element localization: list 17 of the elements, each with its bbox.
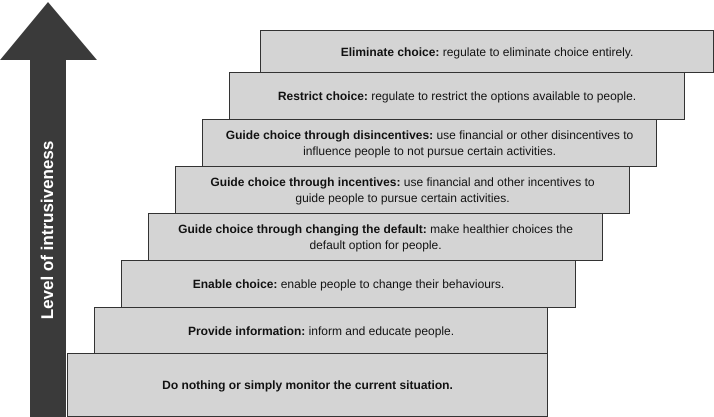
step-box [67,353,548,417]
step-box [260,30,714,73]
step-description: Do nothing or simply monitor the current situation. [162,377,453,393]
step-box [148,213,603,261]
step-box [121,260,576,308]
step-description: Enable choice: enable people to change their behaviours. [192,276,504,292]
step-description: Restrict choice: regulate to restrict the options available to people. [278,88,636,104]
step-box [94,307,548,354]
step-box [175,166,630,214]
step-description: Provide information: inform and educate people. [188,322,454,338]
step-description: Guide choice through changing the default: make healthier choices the default option for people. [177,221,574,253]
step-box [202,119,657,167]
step-box [229,72,685,120]
axis-label: Level of intrusiveness [38,140,58,320]
step-description: Eliminate choice: regulate to eliminate choice entirely. [340,44,634,60]
step-description: Guide choice through incentives: use financial and other incentives to guide people to pursue certain activities. [209,174,596,206]
step-description: Guide choice through disincentives: use financial or other disincentives to influence people to not pursue certain activities. [224,127,634,159]
